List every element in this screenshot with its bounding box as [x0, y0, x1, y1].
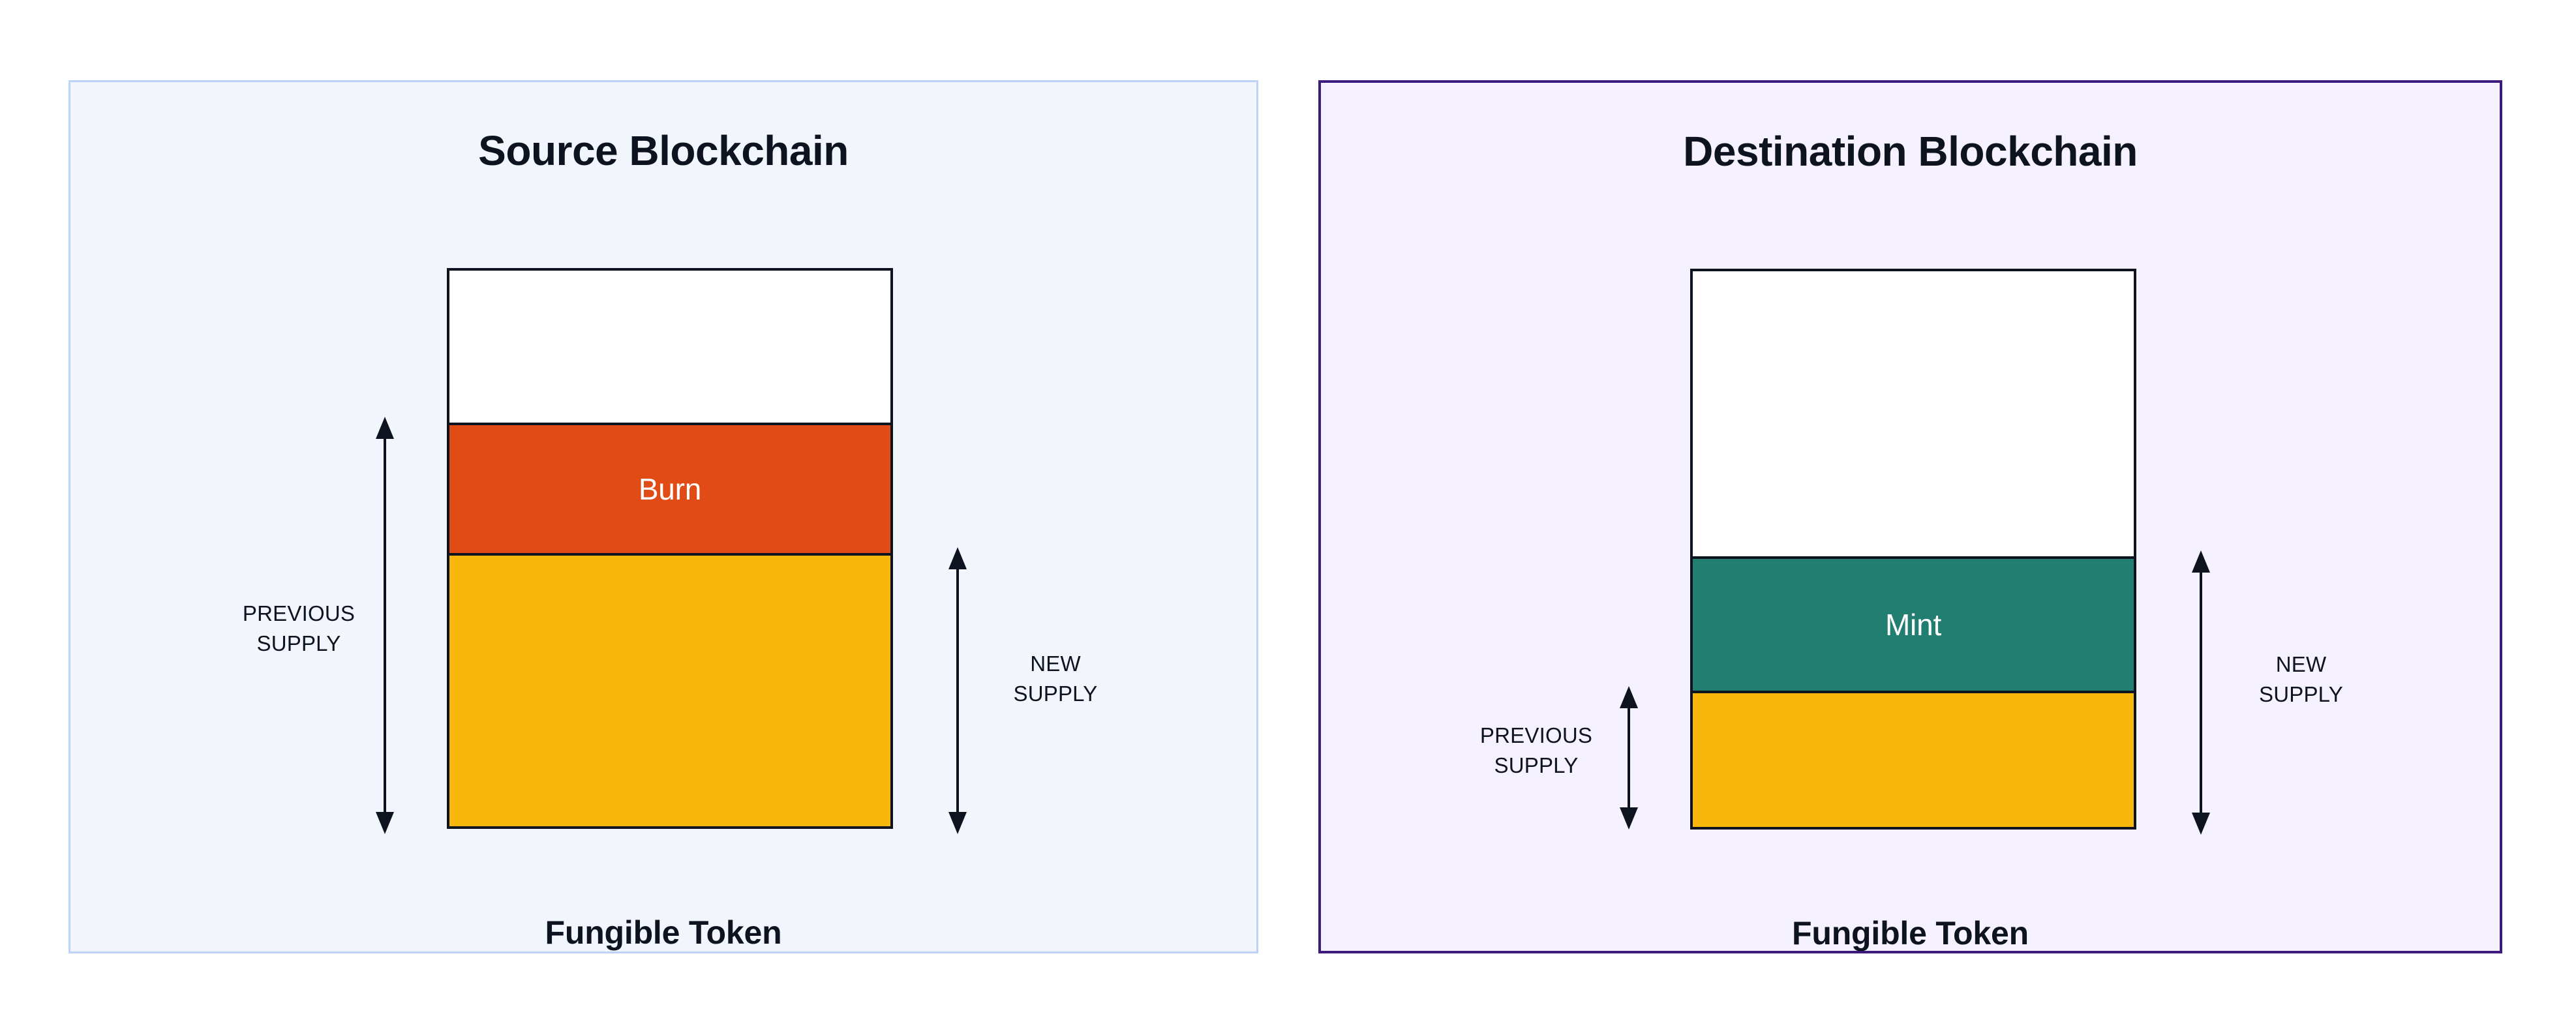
- source-supply-bar: Burn: [447, 268, 893, 829]
- source-blockchain-panel: Source Blockchain Burn PREVIOUS SUPPLY: [68, 80, 1258, 953]
- destination-unused-capacity-segment: [1690, 269, 2136, 559]
- source-fungible-token-label: Fungible Token: [545, 914, 782, 951]
- source-burn-label: Burn: [638, 472, 702, 506]
- source-remaining-supply-segment: [447, 553, 893, 829]
- destination-mint-label: Mint: [1885, 608, 1942, 642]
- source-new-supply-label: NEW SUPPLY: [1013, 651, 1098, 706]
- destination-previous-supply-label: PREVIOUS SUPPLY: [1479, 723, 1593, 777]
- destination-previous-supply-arrow: [1616, 686, 1642, 830]
- destination-mint-segment: Mint: [1690, 556, 2136, 693]
- source-previous-supply-label: PREVIOUS SUPPLY: [242, 601, 356, 655]
- source-panel-title: Source Blockchain: [478, 127, 849, 174]
- destination-blockchain-panel: Destination Blockchain Mint PREVIOUS SUP…: [1318, 80, 2502, 953]
- source-previous-supply-arrow: [372, 417, 398, 834]
- source-unused-capacity-segment: [447, 268, 893, 425]
- destination-existing-supply-segment: [1690, 691, 2136, 830]
- source-new-supply-arrow: [945, 547, 971, 834]
- destination-fungible-token-label: Fungible Token: [1792, 915, 2029, 951]
- destination-panel-title: Destination Blockchain: [1683, 128, 2138, 175]
- destination-new-supply-label: NEW SUPPLY: [2259, 652, 2343, 706]
- source-burn-segment: Burn: [447, 423, 893, 556]
- destination-new-supply-arrow: [2188, 550, 2214, 835]
- destination-supply-bar: Mint: [1690, 269, 2136, 830]
